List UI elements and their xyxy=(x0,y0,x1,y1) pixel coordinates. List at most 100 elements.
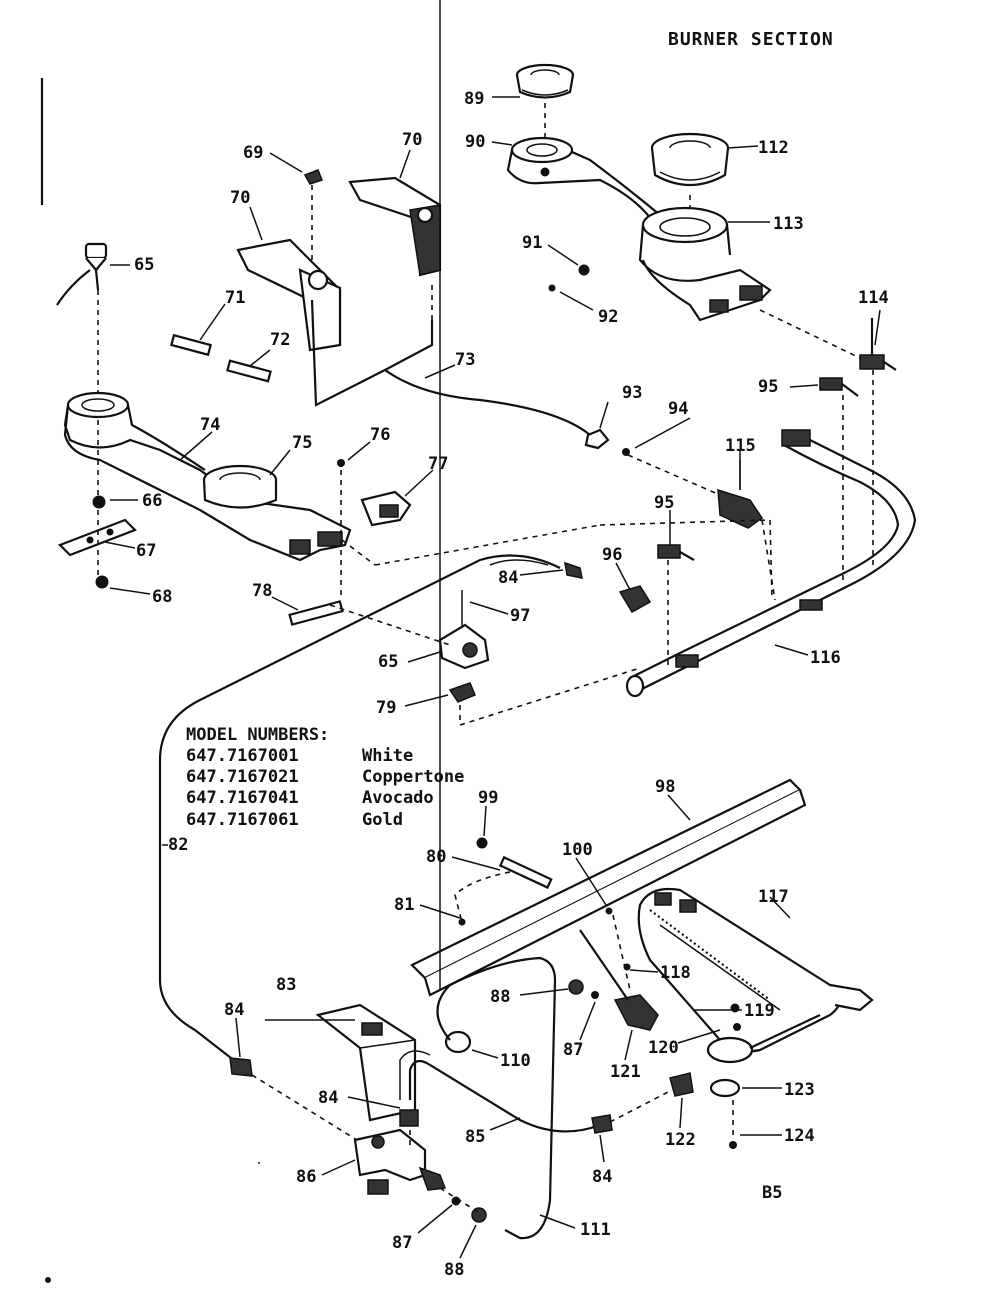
igniter-bracket-70a xyxy=(348,176,442,277)
callout-85: 85 xyxy=(465,1127,485,1147)
burner-head-112 xyxy=(650,132,730,186)
callout-111: 111 xyxy=(580,1220,611,1240)
callout-122: 122 xyxy=(665,1130,696,1150)
model-numbers-heading: MODEL NUMBERS: xyxy=(186,725,329,745)
fitting-121 xyxy=(613,994,659,1031)
margin-dot xyxy=(45,1277,51,1283)
nut-68 xyxy=(95,575,109,589)
model-number-2: 647.7167021 xyxy=(186,767,299,787)
callout-113: 113 xyxy=(773,214,804,234)
orifice-122 xyxy=(669,1072,694,1097)
fitting-95-lower xyxy=(657,544,695,561)
electrode-71 xyxy=(170,333,212,357)
electrode-72 xyxy=(226,359,272,383)
nut-88-upper xyxy=(568,979,584,995)
capillary-111 xyxy=(436,956,557,1240)
callout-90: 90 xyxy=(465,132,485,152)
model-color-4: Gold xyxy=(362,810,403,830)
valve-65 xyxy=(438,590,490,670)
callout-99: 99 xyxy=(478,788,498,808)
callout-84-top: 84 xyxy=(498,568,518,588)
screw-76 xyxy=(337,459,345,467)
callout-82: 82 xyxy=(168,835,188,855)
callout-65-top: 65 xyxy=(134,255,154,275)
callout-84-right: 84 xyxy=(592,1167,612,1187)
gas-line-82 xyxy=(158,554,561,1066)
model-color-1: White xyxy=(362,746,413,766)
screw-120 xyxy=(733,1023,741,1031)
callout-72: 72 xyxy=(270,330,290,350)
callout-labels: 89 90 112 113 91 92 114 95 93 94 115 69 … xyxy=(134,89,889,1280)
callout-114: 114 xyxy=(858,288,889,308)
callout-78: 78 xyxy=(252,581,272,601)
callout-86: 86 xyxy=(296,1167,316,1187)
callout-89: 89 xyxy=(464,89,484,109)
screw-91 xyxy=(578,264,590,276)
burner-head-74 xyxy=(63,391,352,562)
screw-94 xyxy=(622,448,630,456)
callout-69: 69 xyxy=(243,143,263,163)
fitting-114 xyxy=(859,318,897,371)
manifold-116 xyxy=(625,370,917,698)
tube-85 xyxy=(408,1059,601,1133)
washer-87-upper xyxy=(591,991,599,999)
callout-120: 120 xyxy=(648,1038,679,1058)
cap-65-top xyxy=(56,242,108,306)
callout-92: 92 xyxy=(598,307,618,327)
callout-100: 100 xyxy=(562,840,593,860)
callout-95-upper: 95 xyxy=(758,377,778,397)
electrode-78 xyxy=(288,600,344,626)
callout-95-lower: 95 xyxy=(654,493,674,513)
model-color-3: Avocado xyxy=(362,788,434,808)
rail-98 xyxy=(410,0,807,997)
screw-99 xyxy=(476,837,488,849)
callout-124: 124 xyxy=(784,1126,815,1146)
nut-84-left xyxy=(229,1057,253,1077)
callout-87-upper: 87 xyxy=(563,1040,583,1060)
callout-94: 94 xyxy=(668,399,688,419)
screw-124 xyxy=(729,1141,737,1149)
callout-77: 77 xyxy=(428,454,448,474)
callout-79: 79 xyxy=(376,698,396,718)
diagram-title: BURNER SECTION xyxy=(668,29,834,50)
callout-119: 119 xyxy=(744,1001,775,1021)
callout-67: 67 xyxy=(136,541,156,561)
model-numbers-block: MODEL NUMBERS: 647.7167001 White 647.716… xyxy=(186,725,464,830)
callout-91: 91 xyxy=(522,233,542,253)
nut-84-upper xyxy=(564,561,583,579)
callout-87-lower: 87 xyxy=(392,1233,412,1253)
callout-80: 80 xyxy=(426,847,446,867)
callout-73: 73 xyxy=(455,350,475,370)
igniter-bracket-70b xyxy=(236,238,342,352)
callout-98: 98 xyxy=(655,777,675,797)
igniter-69 xyxy=(303,169,323,185)
clip-79 xyxy=(448,682,476,703)
callout-110: 110 xyxy=(500,1051,531,1071)
model-number-4: 647.7167061 xyxy=(186,810,299,830)
callout-65-mid: 65 xyxy=(378,652,398,672)
callout-118: 118 xyxy=(660,963,691,983)
washer-66 xyxy=(92,495,106,509)
callout-84-left: 84 xyxy=(224,1000,244,1020)
callout-68: 68 xyxy=(152,587,172,607)
nut-84-right xyxy=(591,1114,613,1134)
callout-117: 117 xyxy=(758,887,789,907)
callout-70-lower: 70 xyxy=(230,188,250,208)
bulb-110 xyxy=(444,1030,472,1054)
model-number-3: 647.7167041 xyxy=(186,788,299,808)
valve-86 xyxy=(353,1128,447,1195)
screw-92 xyxy=(548,284,556,292)
fitting-95-upper xyxy=(819,377,859,397)
burner-head-89 xyxy=(515,63,575,99)
callout-75: 75 xyxy=(292,433,312,453)
burner-head-75 xyxy=(202,464,343,555)
clip-77 xyxy=(360,490,412,527)
callout-76: 76 xyxy=(370,425,390,445)
nut-84-mid xyxy=(399,1109,419,1127)
orifice-96 xyxy=(618,585,652,614)
callout-116: 116 xyxy=(810,648,841,668)
leader-lines xyxy=(104,96,881,1259)
callout-93: 93 xyxy=(622,383,642,403)
burner-bowl-113 xyxy=(638,206,772,322)
